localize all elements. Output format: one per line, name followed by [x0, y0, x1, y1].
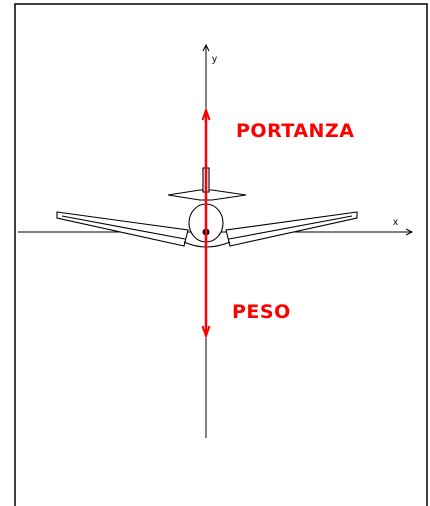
x-axis-arrowhead — [405, 228, 414, 236]
right-wing — [225, 211, 358, 247]
x-axis-label: x — [393, 217, 398, 228]
lift-label: PORTANZA — [236, 120, 354, 142]
y-axis-arrowhead — [202, 43, 210, 52]
lift-arrowhead — [201, 106, 211, 121]
y-axis-label: y — [212, 54, 217, 65]
weight-label: PESO — [232, 301, 291, 323]
diagram-border — [14, 3, 428, 506]
airplane-front-view — [56, 167, 358, 248]
left-wing-edge — [61, 215, 186, 240]
right-wing-edge — [228, 215, 353, 240]
weight-arrowhead — [201, 325, 211, 340]
left-wing — [56, 211, 189, 247]
